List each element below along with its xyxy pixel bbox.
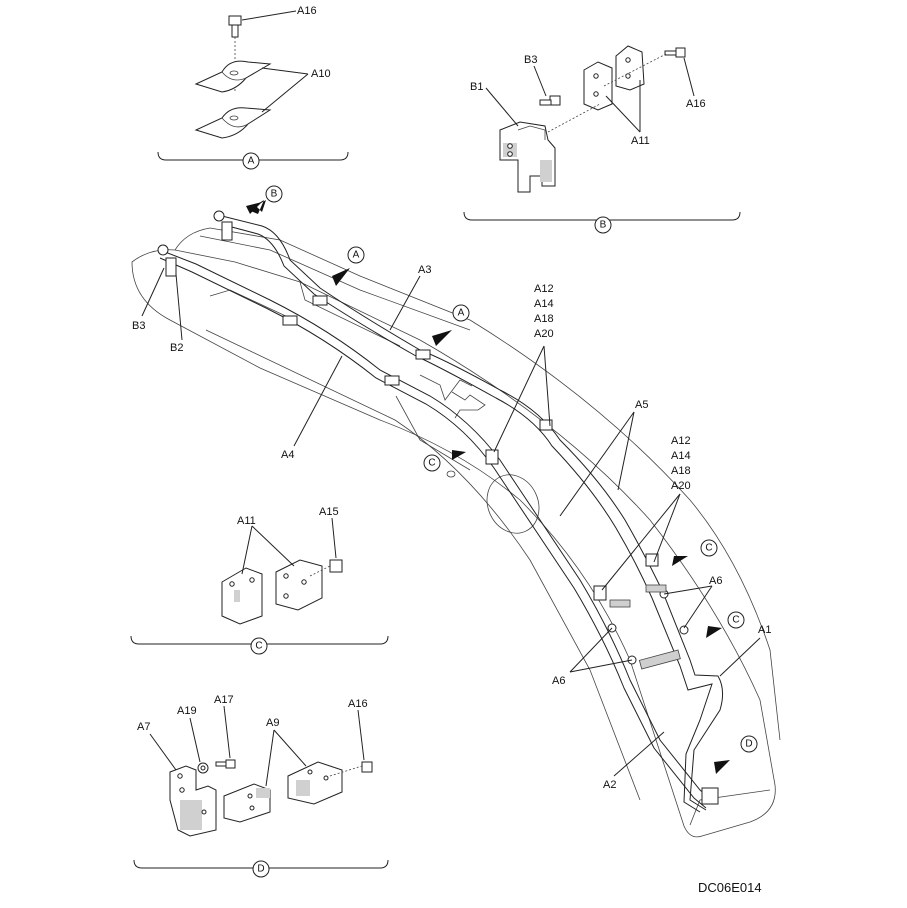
svg-text:A12: A12 <box>671 435 691 447</box>
detail-view-b: B3 B1 A16 A11 B <box>463 45 741 234</box>
callout-a3: A3 <box>418 264 431 276</box>
callout-a6-left: A6 <box>552 675 565 687</box>
clamp-group-lower-labels: A12 A14 A18 A20 <box>671 435 691 492</box>
hose-a4 <box>159 249 713 801</box>
view-marker-a-main-2: A <box>452 304 470 322</box>
svg-text:B: B <box>271 189 278 200</box>
bolt-a17 <box>215 759 236 769</box>
view-marker-c-main-3: C <box>727 611 745 629</box>
callout-a16-detail-a: A16 <box>297 5 317 17</box>
view-marker-c-main-2: C <box>700 539 718 557</box>
view-marker-d-main: D <box>740 735 758 753</box>
svg-text:A20: A20 <box>534 328 554 340</box>
bolt-a16-detail-d <box>329 761 373 777</box>
block-a7 <box>169 765 217 837</box>
svg-text:D: D <box>745 739 752 750</box>
detail-label-c: C <box>255 641 262 652</box>
bolt-b3-detail <box>539 95 561 106</box>
view-marker-detail-b <box>594 216 612 234</box>
callout-a7: A7 <box>137 721 150 733</box>
view-marker-detail-c <box>250 637 268 655</box>
view-marker-b-main: B <box>265 185 283 203</box>
svg-text:A20: A20 <box>671 480 691 492</box>
detail-view-a: A16 A10 A <box>157 5 349 170</box>
callout-a17: A17 <box>214 694 234 706</box>
callout-a19: A19 <box>177 705 197 717</box>
boom-assembly: B A A C C C D <box>131 185 781 838</box>
detail-label-a: A <box>248 156 255 167</box>
callout-a5: A5 <box>635 399 648 411</box>
callout-a11-detail-b: A11 <box>631 135 650 147</box>
drawing-code: DC06E014 <box>698 880 762 895</box>
svg-text:A: A <box>353 250 360 261</box>
detail-label-b: B <box>600 220 607 231</box>
callout-a4: A4 <box>281 449 294 461</box>
view-marker-a-main-1: A <box>347 246 365 264</box>
svg-text:A12: A12 <box>534 283 554 295</box>
detail-view-c: A11 A15 C <box>130 506 389 655</box>
brackets-a11-detail-b <box>583 45 645 111</box>
view-arrows <box>246 200 730 774</box>
callout-a2: A2 <box>603 779 616 791</box>
callout-a16-detail-d: A16 <box>348 698 368 710</box>
bracket-b1 <box>499 121 556 193</box>
svg-text:A18: A18 <box>671 465 691 477</box>
svg-text:A14: A14 <box>534 298 554 310</box>
svg-text:A14: A14 <box>671 450 691 462</box>
callout-b1: B1 <box>470 81 483 93</box>
detail-label-d: D <box>257 864 264 875</box>
svg-text:A: A <box>458 308 465 319</box>
callout-a6-right: A6 <box>709 575 722 587</box>
clamp-group-upper-labels: A12 A14 A18 A20 <box>534 283 554 340</box>
washer-a19 <box>197 762 209 774</box>
svg-text:C: C <box>428 458 435 469</box>
clamp-half-lower <box>194 107 272 139</box>
callout-a1: A1 <box>758 624 771 636</box>
callout-a16-detail-b: A16 <box>686 98 706 110</box>
hose-clamps <box>282 295 719 805</box>
svg-text:C: C <box>732 615 739 626</box>
callout-b2: B2 <box>170 342 183 354</box>
view-marker-c-main-1: C <box>423 454 441 472</box>
brackets-a9 <box>223 761 343 823</box>
callout-a15: A15 <box>319 506 339 518</box>
callout-a10: A10 <box>311 68 331 80</box>
brackets-a11-detail-c <box>221 559 323 625</box>
boom-body <box>131 249 776 838</box>
hose-a3 <box>221 215 724 811</box>
bolt-a16-detail-b <box>664 47 686 58</box>
callout-a11-detail-c: A11 <box>237 515 256 527</box>
svg-text:A18: A18 <box>534 313 554 325</box>
view-marker-detail-d <box>252 860 270 878</box>
callout-a9: A9 <box>266 717 279 729</box>
nut-a15 <box>309 559 343 577</box>
detail-view-d: A7 A19 A17 A9 A16 D <box>133 694 389 878</box>
clamp-half-upper <box>194 60 272 93</box>
callout-b3-detail: B3 <box>524 54 537 66</box>
hose-end-fittings-top <box>157 210 233 277</box>
view-marker-detail-a <box>242 152 260 170</box>
svg-text:C: C <box>705 543 712 554</box>
callout-b3-main: B3 <box>132 320 145 332</box>
